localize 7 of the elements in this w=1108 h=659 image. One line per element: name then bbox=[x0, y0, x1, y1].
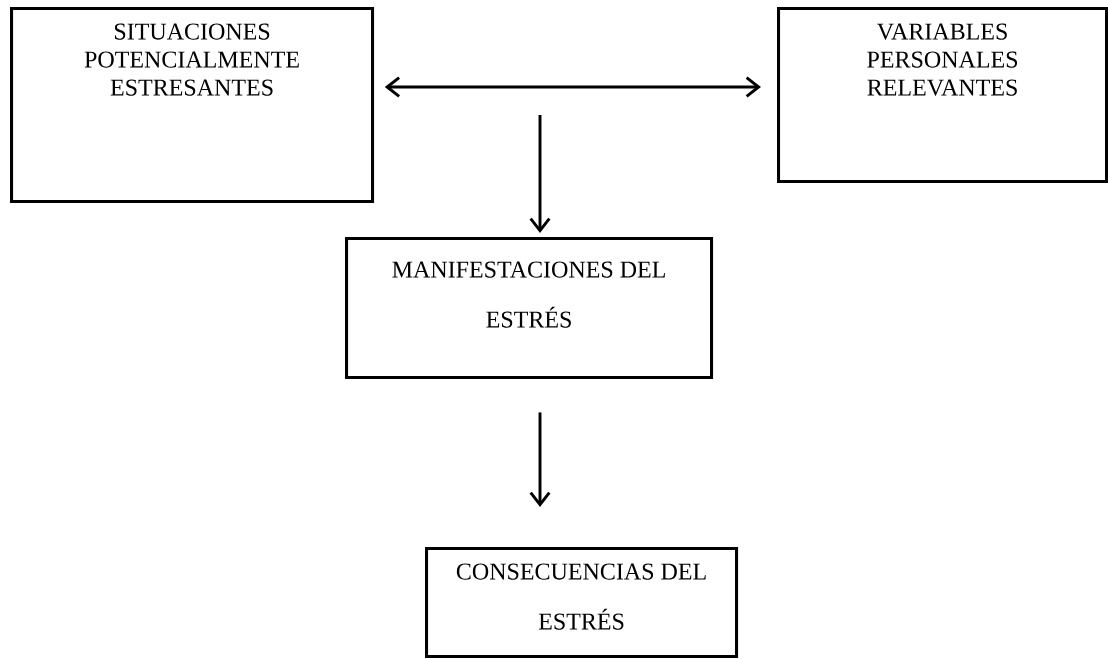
arrow bbox=[384, 76, 761, 98]
text-box: VARIABLES PERSONALES RELEVANTES bbox=[777, 7, 1108, 184]
text-box: MANIFESTACIONES DEL ESTRÉS bbox=[345, 237, 714, 380]
text-box: SITUACIONES POTENCIALMENTE ESTRESANTES bbox=[10, 7, 375, 204]
text-box: CONSECUENCIAS DEL ESTRÉS bbox=[425, 547, 739, 659]
arrow bbox=[529, 115, 551, 233]
arrow bbox=[529, 412, 551, 507]
